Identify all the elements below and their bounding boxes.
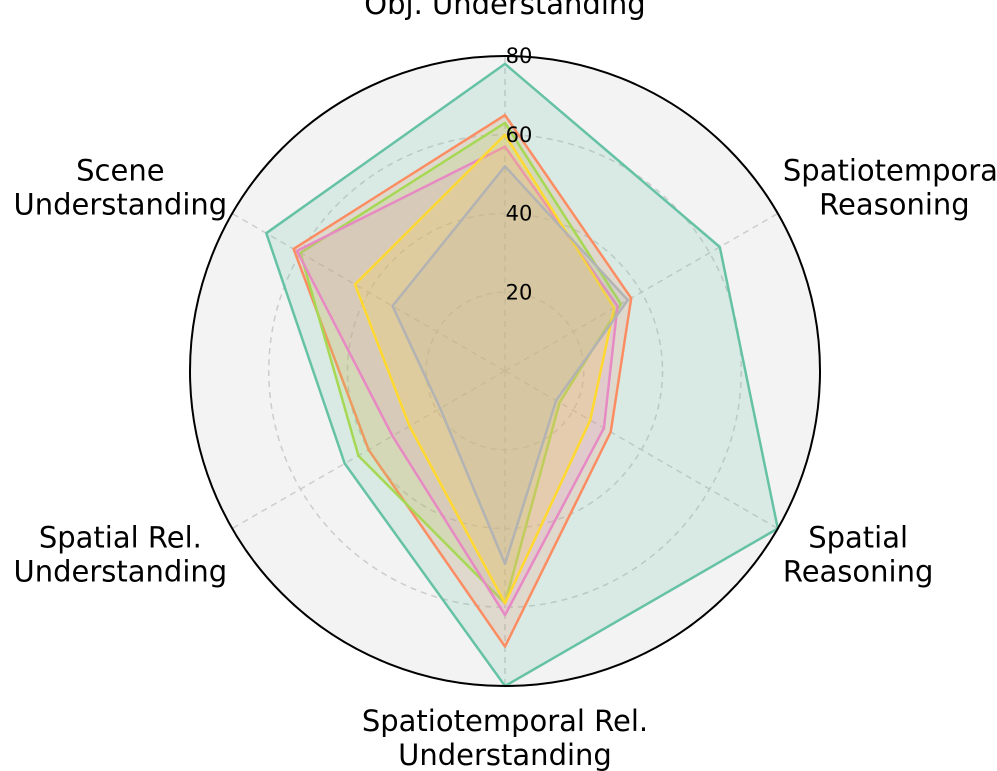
radial-tick-label: 80	[506, 44, 533, 68]
radial-tick-label: 20	[506, 280, 533, 304]
series-5-polygon	[391, 165, 630, 566]
grid-spoke-1	[504, 212, 779, 372]
series-4-polygon	[353, 133, 616, 605]
axis-label-line: Spatial	[808, 521, 908, 555]
axis-label-line: Reasoning	[819, 188, 970, 222]
axis-label-line: Obj. Understanding	[364, 0, 645, 21]
axis-label-line: Scene	[76, 154, 164, 188]
axis-label-line: Spatiotemporal Rel.	[362, 704, 648, 738]
outer-frame	[189, 55, 821, 687]
axis-label-line: Understanding	[398, 738, 612, 771]
grid-spoke-2	[504, 370, 779, 530]
axis-label-line: Reasoning	[783, 555, 934, 589]
axis-label-line: Understanding	[14, 188, 228, 222]
axis-label-line: Understanding	[14, 555, 228, 589]
axis-label-line: Spatial Rel.	[39, 521, 202, 555]
axis-label-line: Spatiotemporal	[783, 154, 997, 188]
axis-label-4: Spatial Rel.Understanding	[14, 521, 228, 589]
radial-tick-label: 40	[506, 202, 533, 226]
axis-label-0: Obj. Understanding	[364, 0, 645, 21]
series-group	[265, 62, 780, 688]
axis-label-3: Spatiotemporal Rel.Understanding	[362, 704, 648, 771]
radial-tick-labels: 20 40 60 80	[506, 44, 533, 304]
grid-spoke-5	[231, 212, 506, 372]
radial-tick-label: 60	[506, 123, 533, 147]
